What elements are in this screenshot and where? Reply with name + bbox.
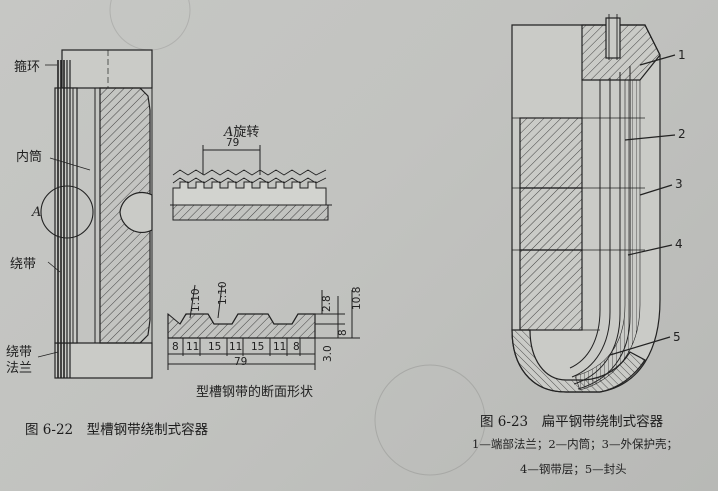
label-strip-flange-1: 绕带 [6,345,33,360]
dim-bottom-2: 11 [186,341,200,353]
section-detail-drawing [167,145,360,370]
slope-label-2: 1:10 [217,281,229,305]
dim-right-2: 10.8 [351,286,363,310]
dim-bottom-3: 15 [208,341,222,353]
section-title-a: A [224,125,234,140]
callout-2: 2 [678,127,686,141]
caption-fig-6-22: 图 6-22 型槽钢带绕制式容器 [25,422,209,438]
legend-line-2: 4—钢带层；5—封头 [520,462,627,476]
legend-line-1: 1—端部法兰；2—内筒；3—外保护壳； [472,437,678,451]
dim-bottom-7: 8 [293,341,300,353]
callout-5: 5 [673,330,681,344]
callout-4: 4 [675,237,683,251]
dim-bottom-6: 11 [273,341,287,353]
section-subcaption: 型槽钢带的断面形状 [196,385,314,400]
wound-vessel-drawing [37,49,153,379]
section-title-rotate: 旋转 [233,125,260,140]
dim-bottom-5: 15 [251,341,265,353]
dim-right-3: 8 [337,329,349,336]
label-detail-a: A [32,205,42,220]
label-inner-cylinder: 内筒 [16,150,43,165]
callout-3: 3 [675,177,683,191]
dim-bottom-4: 11 [229,341,243,353]
dim-top-width: 79 [226,137,240,149]
callout-1: 1 [678,48,686,62]
flat-strip-vessel-drawing [511,14,676,393]
caption-fig-6-23: 图 6-23 扁平钢带绕制式容器 [480,414,664,430]
section-title: A旋转 [224,121,259,140]
label-strip: 绕带 [10,257,37,272]
dim-right-4: 3.0 [322,345,334,362]
dim-bottom-1: 8 [172,341,179,353]
label-hoop-ring: 箍环 [14,60,41,75]
dim-right-1: 2.8 [321,295,333,312]
label-strip-flange-2: 法兰 [6,361,33,376]
dim-total-width: 79 [234,356,248,368]
slope-label-1: 1:10 [190,288,202,312]
